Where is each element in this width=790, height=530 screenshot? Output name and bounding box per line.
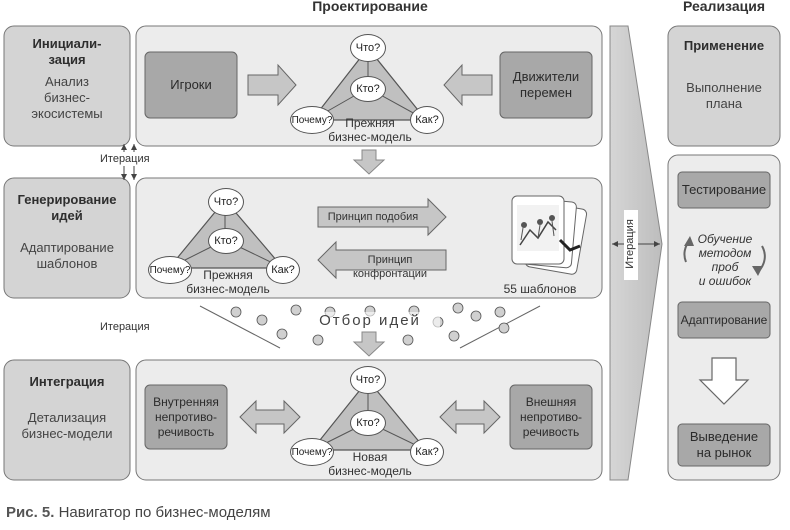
row3-model-caption: Новая бизнес-модель (328, 450, 412, 478)
phase-initiation-box (3, 25, 131, 147)
application-subtitle: Выполнение плана (686, 80, 762, 111)
iteration-label-1: Итерация (96, 152, 154, 166)
templates-label: 55 шаблонов (503, 282, 577, 296)
players-box (144, 51, 238, 119)
internal-consistency-label: Внутренняя непротиво- речивость (153, 394, 219, 439)
application-box (667, 25, 781, 147)
similarity-label: Принцип подобия (327, 211, 419, 223)
confrontation-arrow (317, 240, 447, 280)
drivers-box (499, 51, 593, 119)
testing-box (677, 171, 771, 209)
row3-how-circle: Как? (410, 438, 444, 466)
application-title: Применение (683, 38, 765, 53)
phase-integration-title: Интеграция (29, 374, 105, 389)
realization-down-arrow (698, 357, 750, 405)
market-label: Выведение на рынок (689, 429, 759, 460)
row1-why-circle: Почему? (290, 106, 334, 134)
confrontation-label: Принцип конфронтации (352, 254, 428, 280)
figure-caption-text: Навигатор по бизнес-моделям (58, 504, 271, 521)
row1-how-circle: Как? (410, 106, 444, 134)
adapting-box (677, 301, 771, 339)
row2-model-caption: Прежняя бизнес-модель (186, 268, 270, 296)
phase-integration-subtitle: Детализация бизнес-модели (21, 410, 113, 441)
external-consistency-label: Внешняя непротиво- речивость (520, 394, 582, 439)
adapting-label: Адаптирование (680, 313, 768, 327)
realization-header: Реализация (682, 0, 765, 14)
phase-initiation-subtitle: Анализ бизнес- экосистемы (31, 74, 103, 121)
market-box (677, 423, 771, 467)
down-arrow-2 (352, 331, 386, 357)
funnel-dots (230, 302, 510, 346)
row2-what-circle: Что? (208, 188, 244, 216)
internal-consistency-box (144, 384, 228, 450)
players-label: Игроки (170, 77, 212, 92)
testing-label: Тестирование (681, 182, 767, 197)
row1-what-circle: Что? (350, 34, 386, 62)
design-header: Проектирование (312, 0, 428, 14)
template-cards-icon (511, 195, 588, 275)
row2-how-circle: Как? (266, 256, 300, 284)
funnel-label: Отбор идей (300, 312, 440, 329)
phase-ideation-subtitle: Адаптирование шаблонов (20, 240, 114, 271)
row1-left-arrow (247, 63, 297, 107)
row3-who-circle: Кто? (350, 410, 386, 436)
learning-label: Обучение методом проб и ошибок (697, 232, 753, 288)
down-arrow-1 (352, 149, 386, 175)
iteration-label-2: Итерация (96, 320, 154, 334)
phase-ideation-box (3, 177, 131, 299)
row2-who-circle: Кто? (208, 228, 244, 254)
figure-caption-prefix: Рис. 5. (6, 504, 55, 521)
external-consistency-box (509, 384, 593, 450)
row1-right-arrow (443, 63, 493, 107)
row3-why-circle: Почему? (290, 438, 334, 466)
phase-ideation-title: Генерирование идей (17, 192, 117, 223)
iteration-label-vertical: Итерация (624, 219, 636, 269)
phase-initiation-title: Инициали- зация (32, 36, 102, 67)
similarity-arrow (317, 197, 447, 237)
row1-model-caption: Прежняя бизнес-модель (328, 116, 412, 144)
row3-what-circle: Что? (350, 366, 386, 394)
row3-right-arrow (439, 399, 501, 435)
phase-integration-box (3, 359, 131, 481)
row3-left-arrow (239, 399, 301, 435)
row1-who-circle: Кто? (350, 76, 386, 102)
row2-why-circle: Почему? (148, 256, 192, 284)
figure-caption: Рис. 5. Навигатор по бизнес-моделям (6, 504, 271, 521)
drivers-label: Движители перемен (512, 69, 580, 100)
